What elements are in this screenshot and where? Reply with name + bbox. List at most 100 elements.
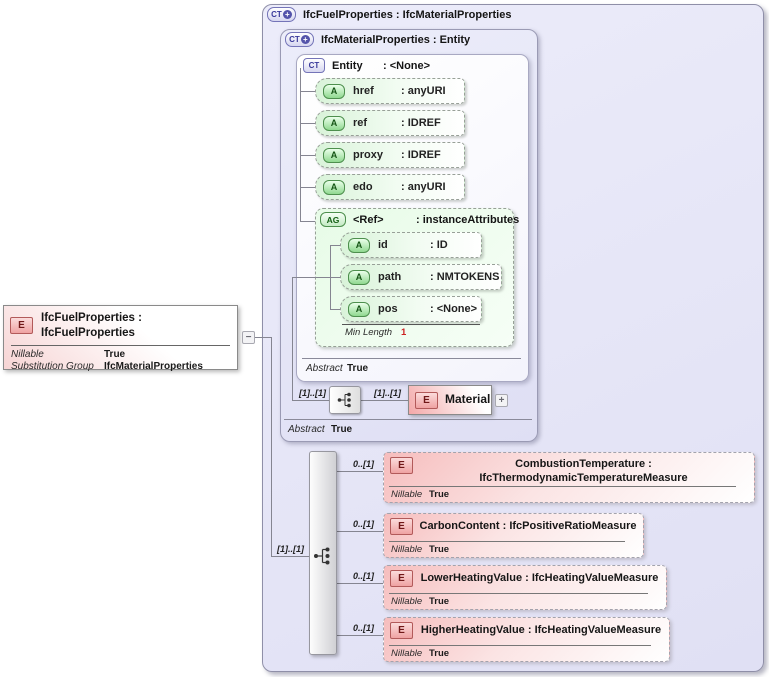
attribute-edo: A edo : anyURI xyxy=(315,174,465,200)
sequence-connector xyxy=(312,546,334,571)
attribute-group-name: <Ref> xyxy=(353,213,384,226)
nillable-label: Nillable xyxy=(391,489,423,500)
nillable-label: Nillable xyxy=(391,648,423,659)
attribute-type: : anyURI xyxy=(401,181,446,193)
connector-line xyxy=(300,155,315,156)
ct-badge: CT xyxy=(303,58,325,73)
element-title: CombustionTemperature : IfcThermodynamic… xyxy=(479,458,688,485)
connector-line xyxy=(300,187,315,188)
attribute-href: A href : anyURI xyxy=(315,78,465,104)
attribute-name: pos xyxy=(378,303,398,315)
attribute-path: A path : NMTOKENS xyxy=(340,264,502,290)
abstract-value: True xyxy=(331,424,353,435)
connector-line xyxy=(293,277,340,278)
connector-line xyxy=(330,245,340,246)
sequence-icon xyxy=(314,547,330,565)
connector-line xyxy=(292,277,293,401)
attribute-badge: A xyxy=(323,147,345,163)
substitution-group-label: Substitution Group xyxy=(11,360,94,372)
connector-line xyxy=(337,583,383,584)
nillable-value: True xyxy=(429,544,450,555)
attribute-type: : NMTOKENS xyxy=(430,271,500,283)
base-type-title: IfcMaterialProperties : Entity xyxy=(321,33,471,46)
element-badge: E xyxy=(10,317,33,335)
nillable-value: True xyxy=(104,348,126,360)
attribute-group-header: AG <Ref> : instanceAttributes xyxy=(320,212,519,227)
element-title: LowerHeatingValue : IfcHeatingValueMeasu… xyxy=(420,572,659,585)
nillable-value: True xyxy=(429,489,450,500)
connector-line xyxy=(271,556,309,557)
element-title: HigherHeatingValue : IfcHeatingValueMeas… xyxy=(420,624,662,637)
attribute-badge: A xyxy=(323,115,345,131)
element-separator xyxy=(389,486,736,487)
attribute-type: : ID xyxy=(430,239,448,251)
facet-min-length-value: 1 xyxy=(401,327,407,338)
expand-button[interactable]: + xyxy=(495,394,508,407)
attribute-ref: A ref : IDREF xyxy=(315,110,465,136)
abstract-label: Abstract xyxy=(306,363,343,374)
nillable-value: True xyxy=(429,648,450,659)
attribute-badge: A xyxy=(323,179,345,195)
connector-line xyxy=(337,471,383,472)
entity-name: Entity xyxy=(332,59,363,72)
facet-separator xyxy=(342,324,480,325)
attribute-badge: A xyxy=(348,269,370,285)
attribute-pos: A pos : <None> xyxy=(340,296,482,322)
element-carboncontent[interactable]: E CarbonContent : IfcPositiveRatioMeasur… xyxy=(383,513,644,558)
connector-line xyxy=(254,337,271,338)
element-lowerheatingvalue[interactable]: E LowerHeatingValue : IfcHeatingValueMea… xyxy=(383,565,667,610)
attribute-type: : IDREF xyxy=(401,149,441,161)
element-combustiontemperature[interactable]: E CombustionTemperature : IfcThermodynam… xyxy=(383,452,755,503)
element-badge: E xyxy=(415,391,438,409)
minus-icon: − xyxy=(245,331,252,343)
connector-line xyxy=(300,221,315,222)
connector-line xyxy=(300,68,301,222)
connector-line xyxy=(292,400,329,401)
complex-type-plus-badge: CT+ xyxy=(285,32,314,47)
attribute-group-type: : instanceAttributes xyxy=(416,213,520,226)
ct-badge-label: CT xyxy=(289,35,300,44)
child-cardinality: 0..[1] xyxy=(353,519,375,529)
connector-line xyxy=(300,91,315,92)
abstract-value: True xyxy=(347,363,369,374)
collapse-button[interactable]: − xyxy=(242,331,255,344)
connector-line xyxy=(330,309,340,310)
attribute-name: edo xyxy=(353,181,373,193)
element-ifcfuelproperties[interactable]: E IfcFuelProperties : IfcFuelProperties … xyxy=(3,305,238,372)
attribute-badge: A xyxy=(323,83,345,99)
sequence-icon xyxy=(337,392,351,408)
substitution-group-value: IfcMaterialProperties xyxy=(104,360,203,372)
attribute-badge: A xyxy=(348,237,370,253)
element-badge: E xyxy=(390,457,413,474)
material-right-cardinality: [1]..[1] xyxy=(374,388,401,398)
child-cardinality: 0..[1] xyxy=(353,571,375,581)
attribute-name: ref xyxy=(353,117,368,129)
complex-type-plus-badge: CT+ xyxy=(267,7,296,22)
facet-min-length-label: Min Length xyxy=(345,327,393,338)
complex-type-ifcmaterialproperties-header: CT+ IfcMaterialProperties : Entity xyxy=(285,32,470,47)
attribute-type: : IDREF xyxy=(401,117,441,129)
sequence-connector xyxy=(329,386,361,414)
ct-badge-label: CT xyxy=(308,61,320,70)
element-higherheatingvalue[interactable]: E HigherHeatingValue : IfcHeatingValueMe… xyxy=(383,617,670,662)
element-material[interactable]: E Material xyxy=(408,385,492,415)
attribute-name: proxy xyxy=(353,149,383,161)
element-title: IfcFuelProperties : IfcFuelProperties xyxy=(41,312,142,339)
abstract-separator xyxy=(302,358,521,359)
complex-type-ifcfuelproperties-header: CT+ IfcFuelProperties : IfcMaterialPrope… xyxy=(267,7,511,22)
plus-icon: + xyxy=(498,394,505,406)
material-left-cardinality: [1]..[1] xyxy=(299,388,326,398)
element-title: CarbonContent : IfcPositiveRatioMeasure xyxy=(419,520,637,533)
connector-line xyxy=(300,123,315,124)
entity-type: : <None> xyxy=(383,59,431,72)
nillable-label: Nillable xyxy=(11,348,44,360)
abstract-label: Abstract xyxy=(288,424,325,435)
sequence-cardinality: [1]..[1] xyxy=(277,544,304,554)
element-separator xyxy=(11,344,230,346)
element-separator xyxy=(389,645,651,646)
attribute-name: path xyxy=(378,271,402,283)
attribute-name: id xyxy=(378,239,388,251)
connector-line xyxy=(361,400,408,401)
abstract-separator xyxy=(284,419,532,420)
